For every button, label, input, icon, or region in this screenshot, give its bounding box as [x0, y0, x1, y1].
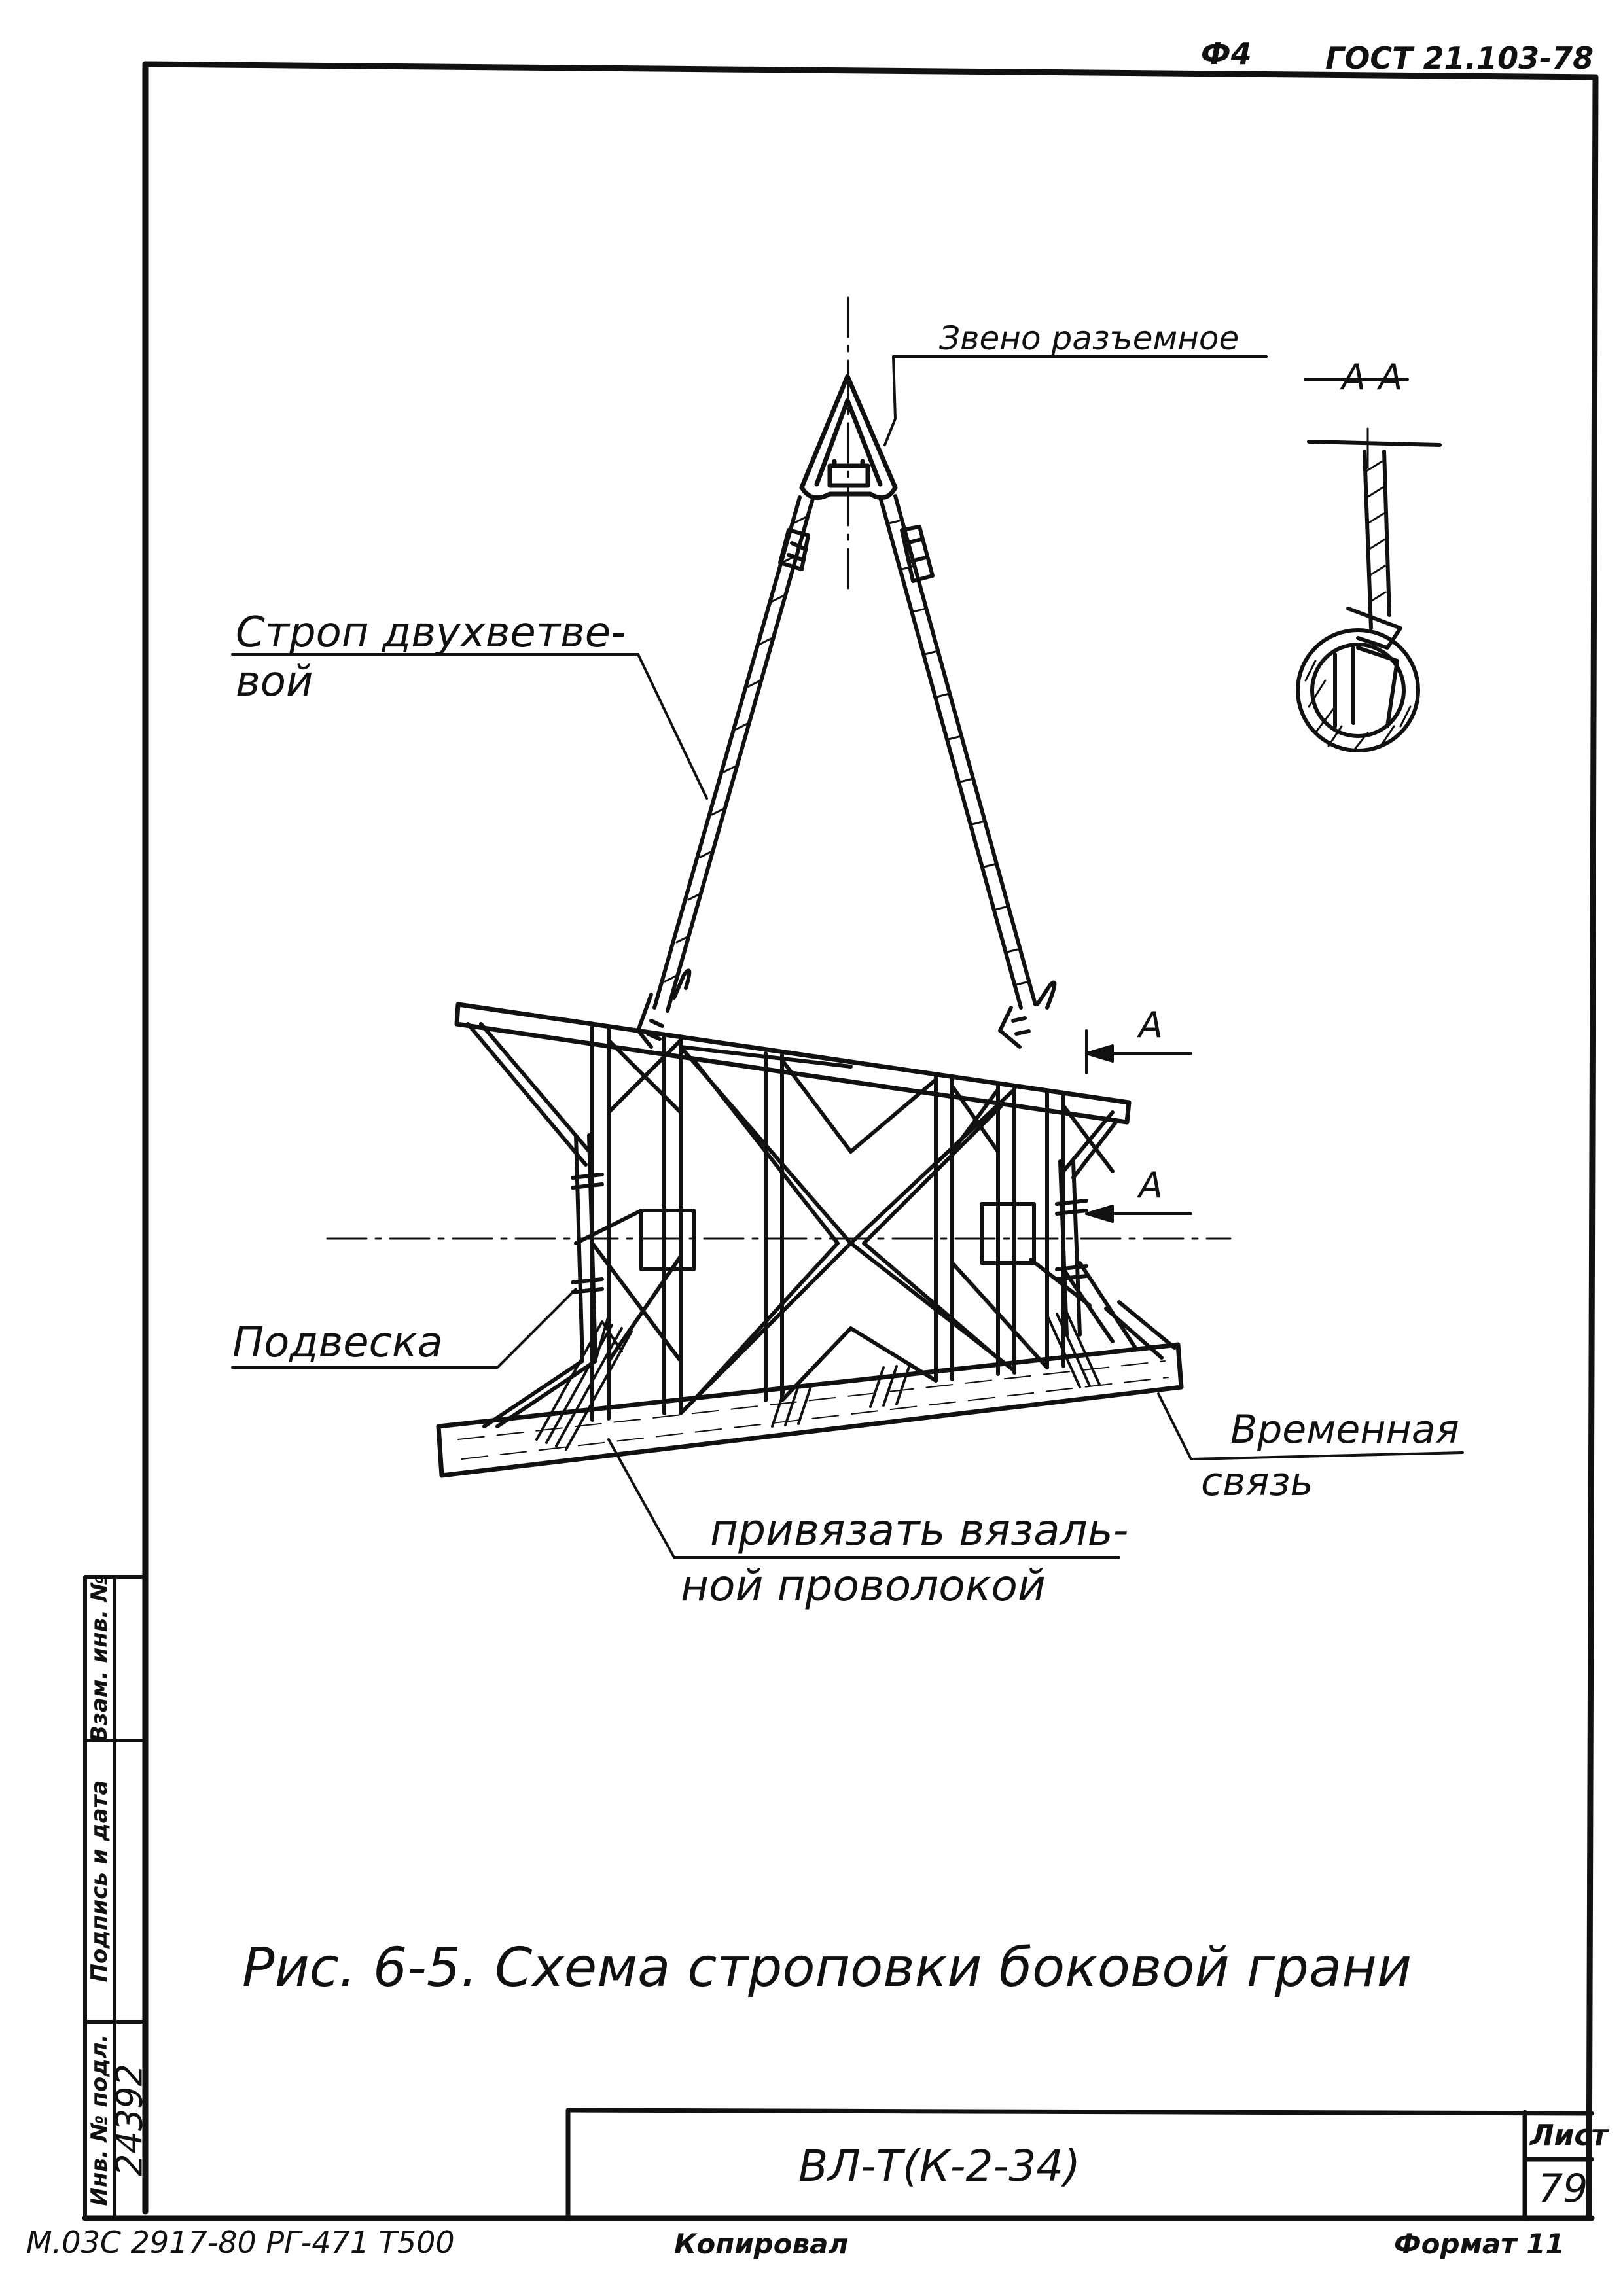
- label-sling-line1: Строп двухветве-: [236, 609, 626, 657]
- title-block-sheet-number: 79: [1538, 2166, 1588, 2212]
- label-section-mark-lower: А: [1139, 1165, 1163, 1206]
- sheet-frame: [82, 61, 1599, 2221]
- side-stamp-inv-number: 24392: [109, 2064, 151, 2176]
- side-stamp-grid: [83, 1575, 147, 2220]
- label-section-mark-upper: А: [1139, 1004, 1163, 1046]
- header-standard: ГОСТ 21.103-78: [1325, 41, 1594, 76]
- footer-order-info: М.03С 2917-80 РГ-471 Т500: [26, 2225, 455, 2260]
- detachable-link: [799, 374, 898, 501]
- header-sheet-code: Ф4: [1201, 36, 1252, 71]
- title-block-sheet-label: Лист: [1530, 2119, 1608, 2152]
- label-hanger: Подвеска: [232, 1318, 443, 1367]
- section-aa-hatching: [1304, 460, 1412, 751]
- section-marker-upper: [1085, 1029, 1192, 1074]
- label-temp-tie-line2: связь: [1201, 1459, 1313, 1505]
- footer-copied: Копировал: [674, 2228, 849, 2260]
- sling-leg-right: [878, 494, 1057, 1049]
- label-section-title: А-А: [1342, 357, 1403, 398]
- axis-lines: [326, 296, 1369, 1240]
- wire-ties: [535, 1311, 1101, 1451]
- section-marker-lower: [1085, 1205, 1192, 1223]
- title-block-grid: [565, 2108, 1594, 2221]
- side-stamp-cell-1: Взам. инв. №: [86, 1575, 113, 1742]
- label-detachable-link: Звено разъемное: [939, 319, 1240, 357]
- section-aa-detail: [1296, 378, 1442, 752]
- label-sling-line2: вой: [236, 658, 313, 706]
- label-tie-wire-line1: привязать вязаль-: [710, 1505, 1129, 1555]
- title-block-designation: ВЛ-Т(К-2-34): [798, 2141, 1080, 2191]
- label-temp-tie-line1: Временная: [1230, 1407, 1459, 1453]
- label-tie-wire-line2: ной проволокой: [681, 1561, 1046, 1611]
- rope-hatching: [664, 516, 1031, 986]
- hanger-right: [1029, 1159, 1177, 1360]
- side-stamp-cell-2: Подпись и дата: [86, 1780, 113, 1983]
- hanger-left: [482, 1133, 643, 1428]
- sling-leg-left: [636, 495, 815, 1049]
- truss-top-chord: [454, 1002, 1132, 1125]
- figure-caption: Рис. 6-5. Схема строповки боковой грани: [242, 1937, 1412, 1999]
- footer-format: Формат 11: [1394, 2228, 1565, 2260]
- leader-lines: [231, 355, 1464, 1559]
- truss-beam-grain: [457, 1360, 1169, 1460]
